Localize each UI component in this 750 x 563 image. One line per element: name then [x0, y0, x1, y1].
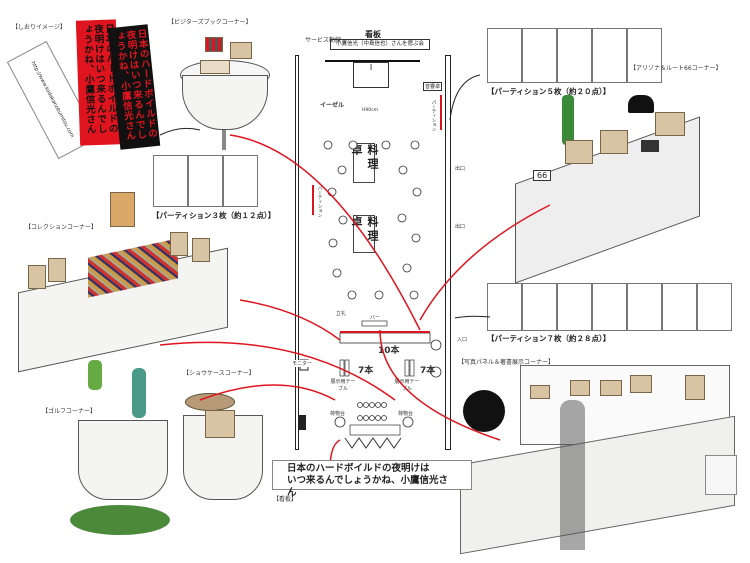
cowboy-hat: [185, 393, 235, 411]
bookmark-url: http://www.kodakanobumitsu.com: [29, 60, 76, 140]
bookmark-label: 【しおりイメージ】: [12, 24, 66, 31]
monitor-label: モニター: [292, 360, 313, 367]
signboard-stand: [705, 455, 737, 495]
table-leg: [222, 130, 226, 150]
partition-right-label: パーティション: [431, 100, 436, 132]
sign-message: 日本のハードボイルドの夜明けは いつ来るんでしょうかね、小鷹信光さん: [272, 460, 472, 498]
showcase-label: 【ショウケースコーナー】: [183, 370, 255, 377]
partition-3: [153, 155, 258, 207]
person-silhouette: [560, 400, 585, 550]
visitors-book-label: 【ビジターズブックコーナー】: [168, 19, 252, 26]
tablecloth: [182, 75, 268, 130]
sign-message-line2: いつ来るんでしょうかね、小鷹信光さん: [287, 475, 449, 498]
count-10: 10本: [378, 346, 400, 356]
golf-label: 【ゴルフコーナー】: [42, 408, 97, 415]
route66-sign: 66: [533, 170, 552, 181]
box-icon: [230, 42, 252, 59]
height-label: H90cm: [362, 108, 378, 113]
partition-3-label: 【パーティション３枚（約１２点）】: [152, 211, 276, 220]
bar-label: バー: [370, 315, 381, 321]
luggage-2: 荷物台: [398, 411, 414, 417]
exit-2: 出口: [455, 224, 466, 230]
signboard-text: 小鷹信光（中島信也）さんを偲ぶ会: [330, 39, 430, 50]
count-7a: 7本: [358, 366, 374, 376]
signboard-title: 看板: [365, 30, 381, 39]
partition-7-label: 【パーティション７枚（約２８点）】: [487, 334, 611, 343]
luggage-1: 荷物台: [330, 411, 346, 417]
partition-5: [487, 28, 727, 83]
sound-desk: 音響卓: [423, 82, 443, 91]
partition-red: [440, 95, 442, 130]
entrance: 入口: [457, 337, 468, 343]
visitors-book-icon: [200, 60, 230, 74]
stage-line: [325, 60, 420, 62]
count-7b: 7本: [420, 366, 436, 376]
collection-label: 【コレクションコーナー】: [25, 224, 98, 231]
golf-table: [78, 420, 168, 500]
cap-icon: [628, 95, 654, 113]
signboard-label: 【看板】: [273, 496, 298, 503]
portrait-statue: [110, 192, 135, 227]
camera-icon: [641, 140, 659, 152]
easel-label: イーゼル: [320, 102, 345, 109]
arizona-label: 【アリゾナ＆ルート66コーナー】: [630, 65, 722, 72]
frog-figure: [88, 360, 102, 390]
lectern: I: [353, 62, 389, 88]
partition-7: [487, 283, 732, 331]
service-line-label: サービス動線: [305, 37, 342, 44]
cactus-icon: [562, 95, 574, 145]
exit-1: 出口: [455, 166, 466, 172]
sign-message-line1: 日本のハードボイルドの夜明けは: [287, 463, 430, 474]
floor-plan: サービス動線 看板 小鷹信光（中島信也）さんを偲ぶ会 I イーゼル H90cm …: [290, 20, 470, 450]
round-tables: [298, 140, 442, 449]
arrow-line: [159, 127, 201, 136]
photo-panel-label: 【写真パネル＆著書展示コーナー】: [458, 359, 555, 366]
books-icon: [205, 37, 223, 52]
standing-label: 立礼: [336, 311, 347, 317]
display-table-1: 展示用テーブル: [330, 379, 356, 392]
golf-mat: [70, 505, 170, 535]
partition-5-label: 【パーティション５枚（約２０点）】: [487, 87, 611, 96]
frog-figure: [132, 368, 146, 418]
display-table-2: 展示用テーブル: [394, 379, 420, 392]
acrylic-stand-zoom: [463, 390, 505, 432]
